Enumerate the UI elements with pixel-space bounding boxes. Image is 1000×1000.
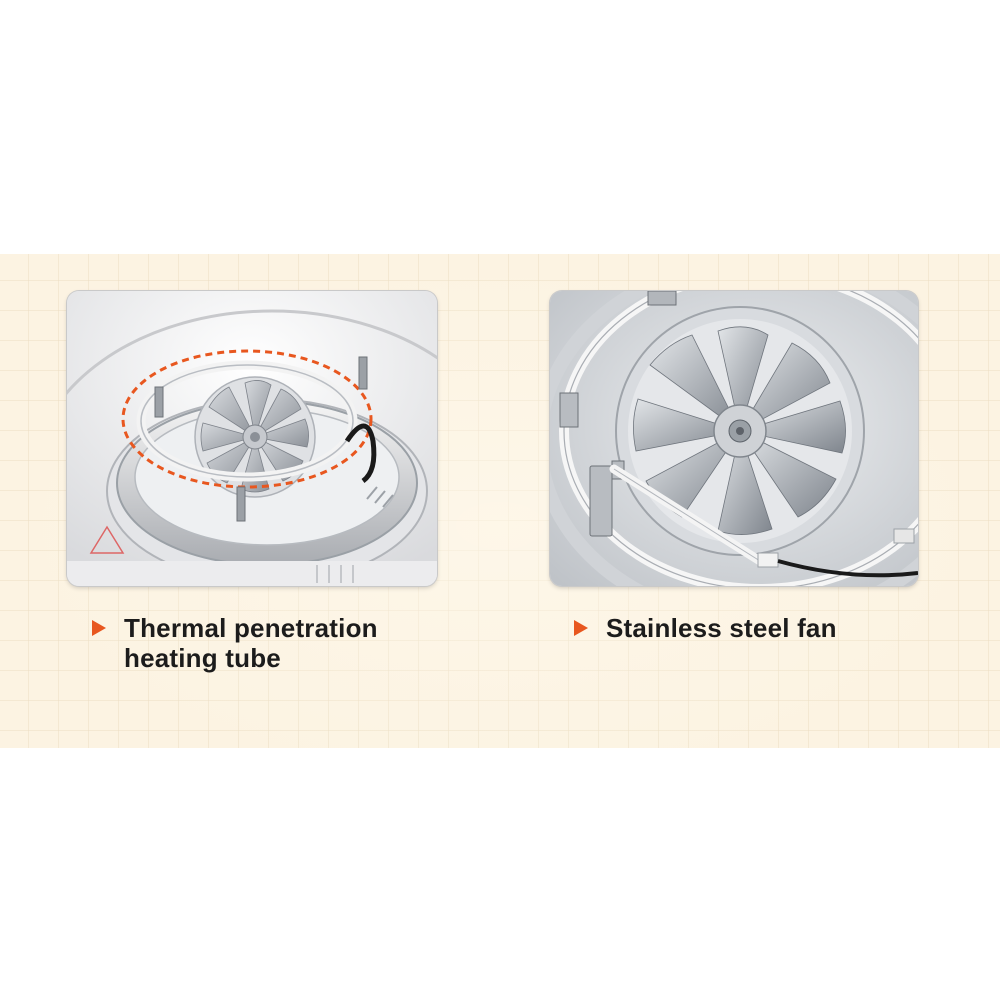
caption-line-1: Stainless steel fan <box>606 613 837 643</box>
heating-tube-photo <box>67 291 437 586</box>
caption-text: Thermal penetration heating tube <box>124 613 378 673</box>
heating-tube-caption: Thermal penetration heating tube <box>92 613 378 673</box>
caption-line-1: Thermal penetration <box>124 613 378 643</box>
stainless-fan-caption: Stainless steel fan <box>574 613 837 643</box>
orange-triangle-arrow-icon <box>574 620 588 636</box>
caption-text: Stainless steel fan <box>606 613 837 643</box>
feature-banner: Thermal penetration heating tube Stainle… <box>0 254 1000 748</box>
orange-triangle-arrow-icon <box>92 620 106 636</box>
stainless-fan-photo <box>550 291 918 586</box>
caption-line-2: heating tube <box>124 643 281 673</box>
